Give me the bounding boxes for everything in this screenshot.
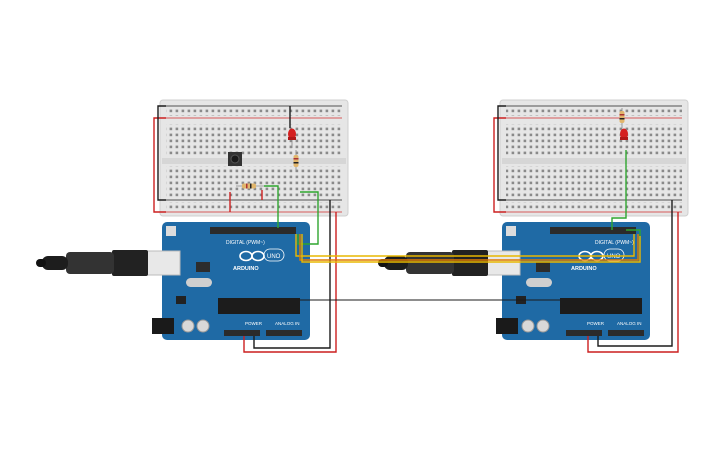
uno-label: UNO	[607, 254, 621, 260]
atmega-chip	[218, 298, 300, 314]
capacitor	[521, 319, 535, 333]
analog-label: ANALOG IN	[275, 321, 300, 326]
wire-yellow[interactable]	[295, 234, 635, 257]
breadboard-left[interactable]	[159, 99, 349, 217]
pushbutton-left[interactable]	[228, 152, 242, 166]
wire-black[interactable]	[597, 200, 673, 347]
power-jack[interactable]	[496, 318, 518, 334]
digital-label: DIGITAL (PWM~)	[595, 240, 634, 246]
wire-black[interactable]	[253, 200, 331, 349]
voltage-regulator	[536, 262, 550, 272]
led-right[interactable]	[620, 128, 628, 141]
digital-header[interactable]	[210, 227, 296, 234]
breadboard-right[interactable]	[499, 99, 689, 217]
wire-red[interactable]	[587, 212, 679, 353]
capacitor	[181, 319, 195, 333]
wires-interboard[interactable]	[226, 234, 641, 301]
arduino-logo-text: ARDUINO	[571, 266, 597, 272]
wires-left[interactable]	[153, 105, 337, 353]
uno-label: UNO	[267, 254, 281, 260]
usb-cable-left[interactable]	[36, 250, 181, 276]
digital-header[interactable]	[550, 227, 636, 234]
crystal	[186, 278, 212, 287]
voltage-regulator	[196, 262, 210, 272]
resistor-vertical-left[interactable]	[293, 150, 299, 172]
wire-green[interactable]	[297, 191, 319, 245]
atmega-chip	[560, 298, 642, 314]
reset-button[interactable]	[506, 226, 516, 236]
capacitor	[536, 319, 550, 333]
small-ic	[176, 296, 186, 304]
resistor-right[interactable]	[619, 108, 625, 128]
analog-header[interactable]	[608, 330, 644, 336]
wire-green[interactable]	[611, 150, 627, 230]
power-header[interactable]	[566, 330, 602, 336]
wire-green[interactable]	[264, 185, 279, 228]
wire-yellow[interactable]	[301, 234, 641, 263]
led-left[interactable]	[288, 128, 296, 149]
reset-button[interactable]	[166, 226, 176, 236]
crystal	[526, 278, 552, 287]
arduino-right[interactable]: DIGITAL (PWM~) ARDUINO UNO POWER ANALOG …	[496, 222, 650, 340]
wire-black[interactable]	[497, 105, 506, 201]
capacitor	[196, 319, 210, 333]
analog-label: ANALOG IN	[617, 321, 642, 326]
resistor-horizontal-left[interactable]	[236, 183, 264, 189]
digital-label: DIGITAL (PWM~)	[226, 240, 265, 246]
wire-red[interactable]	[153, 117, 166, 213]
arduino-logo-text: ARDUINO	[233, 266, 259, 272]
arduino-left[interactable]: DIGITAL (PWM~) ARDUINO UNO POWER ANALOG …	[152, 222, 310, 340]
wire-red[interactable]	[493, 117, 506, 213]
wire-orange[interactable]	[299, 234, 639, 261]
usb-cable-right[interactable]	[378, 250, 521, 276]
wire-black[interactable]	[157, 105, 166, 201]
power-jack[interactable]	[152, 318, 174, 334]
analog-header[interactable]	[266, 330, 302, 336]
power-header[interactable]	[224, 330, 260, 336]
power-label: POWER	[245, 321, 263, 326]
power-label: POWER	[587, 321, 605, 326]
wire-red[interactable]	[243, 212, 337, 353]
